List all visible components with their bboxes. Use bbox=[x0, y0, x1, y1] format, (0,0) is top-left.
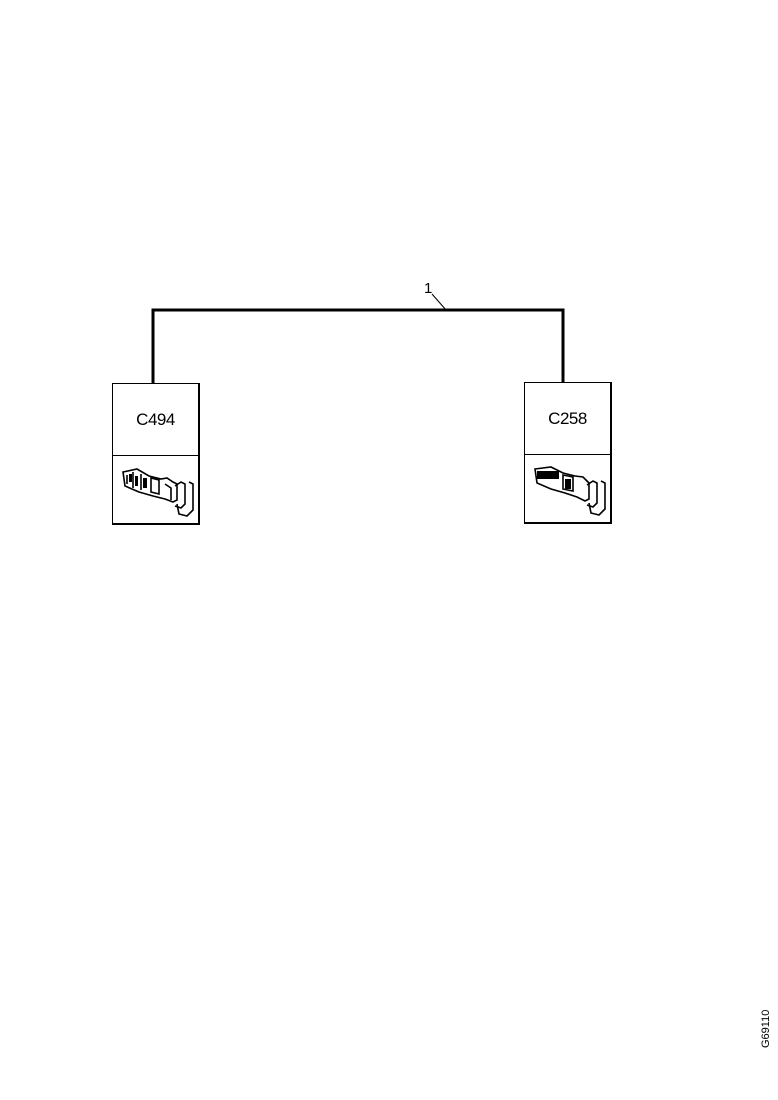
wire-1 bbox=[151, 308, 565, 383]
connector-c494: C494 bbox=[112, 383, 200, 525]
drawing-id: G69110 bbox=[760, 1009, 772, 1048]
wire-label: 1 bbox=[424, 280, 433, 297]
connector-id-label: C494 bbox=[113, 384, 198, 456]
connector-c258: C258 bbox=[524, 382, 612, 524]
terminal-pin-icon bbox=[113, 456, 198, 524]
wire-label-leader bbox=[431, 293, 447, 311]
terminal-pin-icon bbox=[525, 455, 610, 523]
connector-id-label: C258 bbox=[525, 383, 610, 455]
